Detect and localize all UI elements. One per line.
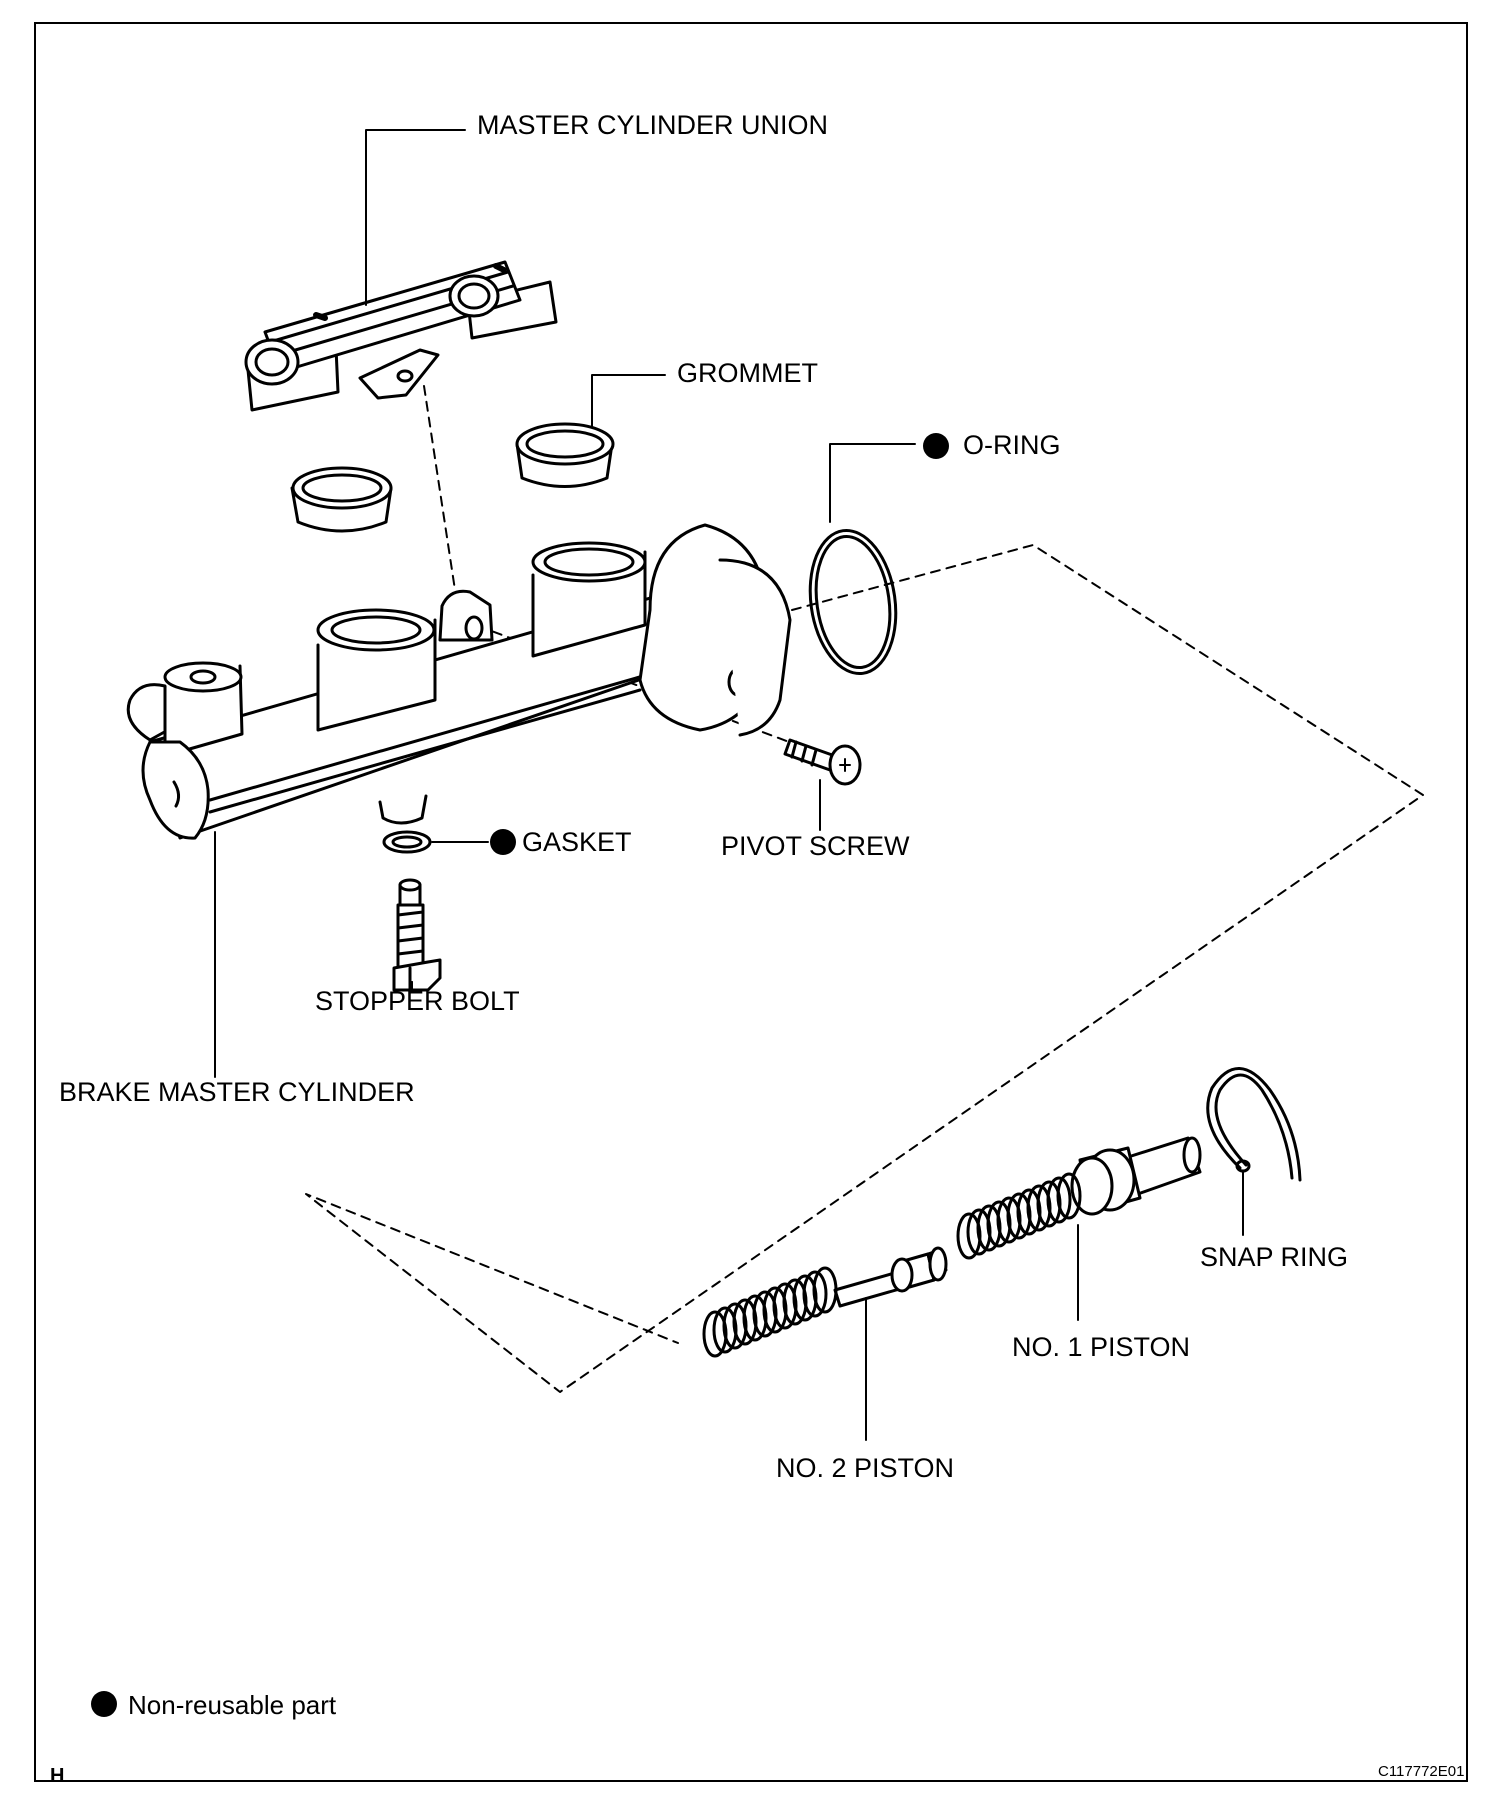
label-gasket: GASKET <box>522 827 632 857</box>
legend-non-reusable-part: Non-reusable part <box>128 1690 337 1720</box>
label-pivot-screw: PIVOT SCREW <box>721 831 910 861</box>
pivot-screw-part <box>783 738 862 786</box>
no1-piston-part <box>956 1136 1202 1260</box>
label-no2-piston: NO. 2 PISTON <box>776 1453 955 1483</box>
grommet-left-part <box>290 466 393 533</box>
non-reusable-marker-legend <box>91 1691 117 1717</box>
leader-o-ring <box>829 443 916 523</box>
master-cylinder-union-part <box>244 260 558 412</box>
label-no1-piston: NO. 1 PISTON <box>1012 1332 1191 1362</box>
leader-grommet <box>591 374 666 427</box>
label-stopper-bolt: STOPPER BOLT <box>315 986 520 1016</box>
gasket-part <box>382 830 432 854</box>
leader-lines <box>214 129 1244 1441</box>
corner-mark: H <box>50 1765 65 1787</box>
assembly-boundary <box>305 544 1424 1393</box>
o-ring-part <box>808 528 898 676</box>
union-bolt-guide <box>423 385 456 591</box>
no2-piston-part <box>702 1246 948 1358</box>
label-snap-ring: SNAP RING <box>1200 1242 1349 1272</box>
label-brake-master-cylinder: BRAKE MASTER CYLINDER <box>59 1077 415 1107</box>
label-master-cylinder-union: MASTER CYLINDER UNION <box>477 110 829 140</box>
non-reusable-marker-o-ring <box>923 433 949 459</box>
grommet-right-part <box>515 422 615 488</box>
no1-piston-spring <box>956 1172 1082 1260</box>
diagram-frame <box>34 22 1468 1782</box>
label-o-ring: O-RING <box>963 430 1061 460</box>
label-grommet: GROMMET <box>677 358 818 388</box>
leader-master-cylinder-union <box>365 129 466 306</box>
brake-master-cylinder-part <box>126 523 792 840</box>
figure-code: C117772E01 <box>1378 1763 1465 1780</box>
stopper-bolt-part <box>392 878 442 992</box>
snap-ring-part <box>1206 1067 1302 1182</box>
no2-piston-spring <box>702 1266 838 1358</box>
non-reusable-marker-gasket <box>490 829 516 855</box>
